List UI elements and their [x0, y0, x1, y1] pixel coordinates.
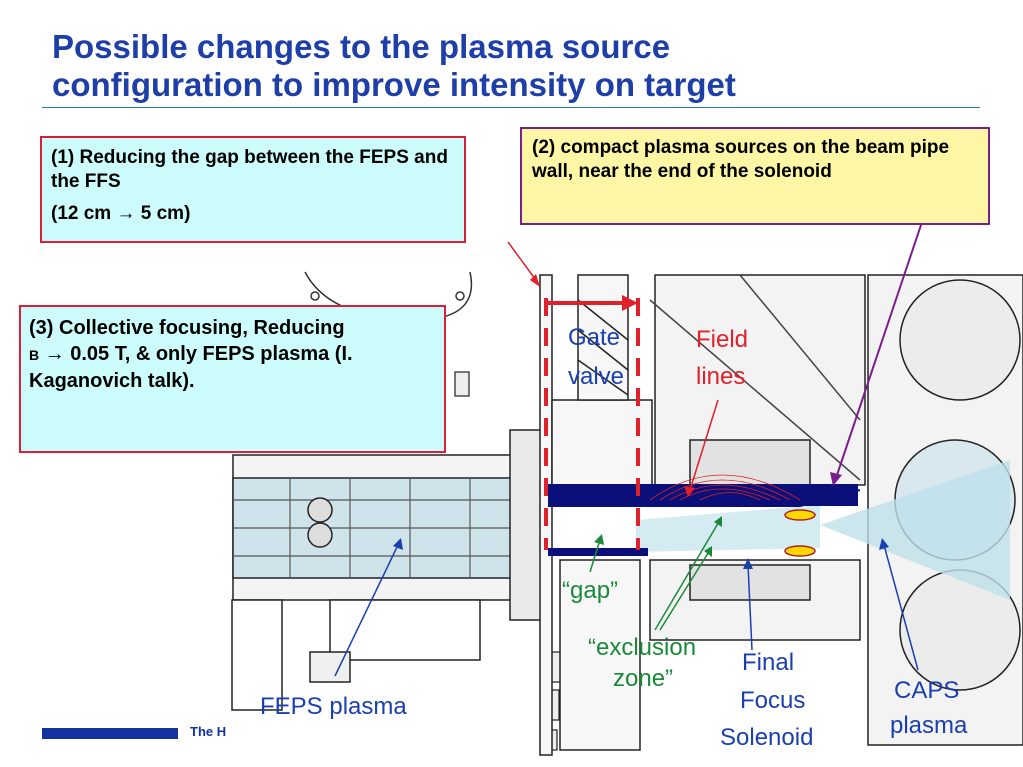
compact-plasma-source-top: [784, 509, 816, 521]
feps-arrow: [334, 544, 399, 677]
final-focus-arrow: [747, 564, 753, 651]
feps-chamber: [231, 429, 549, 711]
collective-focusing-box: (3) Collective focusing, Reducing B → 0.…: [19, 305, 446, 453]
exclusion-zone-glow: [636, 505, 820, 552]
footer-bar: [42, 728, 178, 739]
collective-focusing-rest: B → 0.05 T, & only FEPS plasma (I. Kagan…: [29, 341, 436, 394]
annotation-arrows: [334, 399, 919, 677]
field-lines-label-line2: lines: [696, 363, 745, 390]
field-lines-label-line1: Field: [696, 326, 748, 353]
exclusion-zone-label-line2: zone”: [613, 665, 673, 692]
exclusion-arrow-1: [654, 519, 721, 631]
b-field-symbol: B: [29, 347, 40, 363]
final-focus-label-line1: Final: [742, 649, 794, 676]
gap-label: “gap”: [562, 577, 618, 604]
caps-label-line2: plasma: [890, 712, 968, 739]
box2-pointer: [835, 221, 923, 479]
feps-plasma-label: FEPS plasma: [260, 693, 407, 720]
gap-reduction-text: (1) Reducing the gap between the FEPS an…: [51, 147, 448, 192]
caps-label-line1: CAPS: [894, 677, 959, 704]
caps-arrow: [883, 544, 919, 671]
collective-focusing-line1: (3) Collective focusing, Reducing: [29, 317, 345, 339]
box1-pointer-head: [530, 274, 540, 287]
compact-sources-text: (2) compact plasma sources on the beam p…: [532, 137, 950, 182]
exclusion-zone-label-line1: “exclusion: [588, 634, 696, 661]
exclusion-arrow-2: [659, 549, 711, 631]
gap-reduction-box: (1) Reducing the gap between the FEPS an…: [40, 136, 466, 243]
final-focus-label-line3: Solenoid: [720, 724, 813, 751]
gate-label-line2: valve: [568, 363, 624, 390]
gap-reduction-values: (12 cm → 5 cm): [51, 203, 191, 224]
field-lines-arrow: [689, 399, 719, 491]
final-focus-label-line2: Focus: [740, 687, 805, 714]
gap-width-arrowhead: [622, 295, 638, 311]
collective-focusing-text: → 0.05 T, & only FEPS plasma (I. Kaganov…: [29, 343, 353, 392]
caps-plasma-glow: [820, 460, 1010, 600]
box1-pointer: [507, 241, 539, 284]
footer-text: The H: [190, 724, 227, 739]
gap-arrow: [589, 539, 601, 573]
compact-sources-box: (2) compact plasma sources on the beam p…: [520, 127, 990, 225]
title-divider: [42, 107, 980, 108]
slide-title: Possible changes to the plasma source co…: [52, 28, 736, 103]
gate-label-line1: Gate: [568, 324, 620, 351]
final-focus-solenoid-body: [649, 274, 866, 641]
compact-plasma-source-bottom: [784, 545, 816, 557]
box2-pointer-head: [830, 472, 842, 486]
